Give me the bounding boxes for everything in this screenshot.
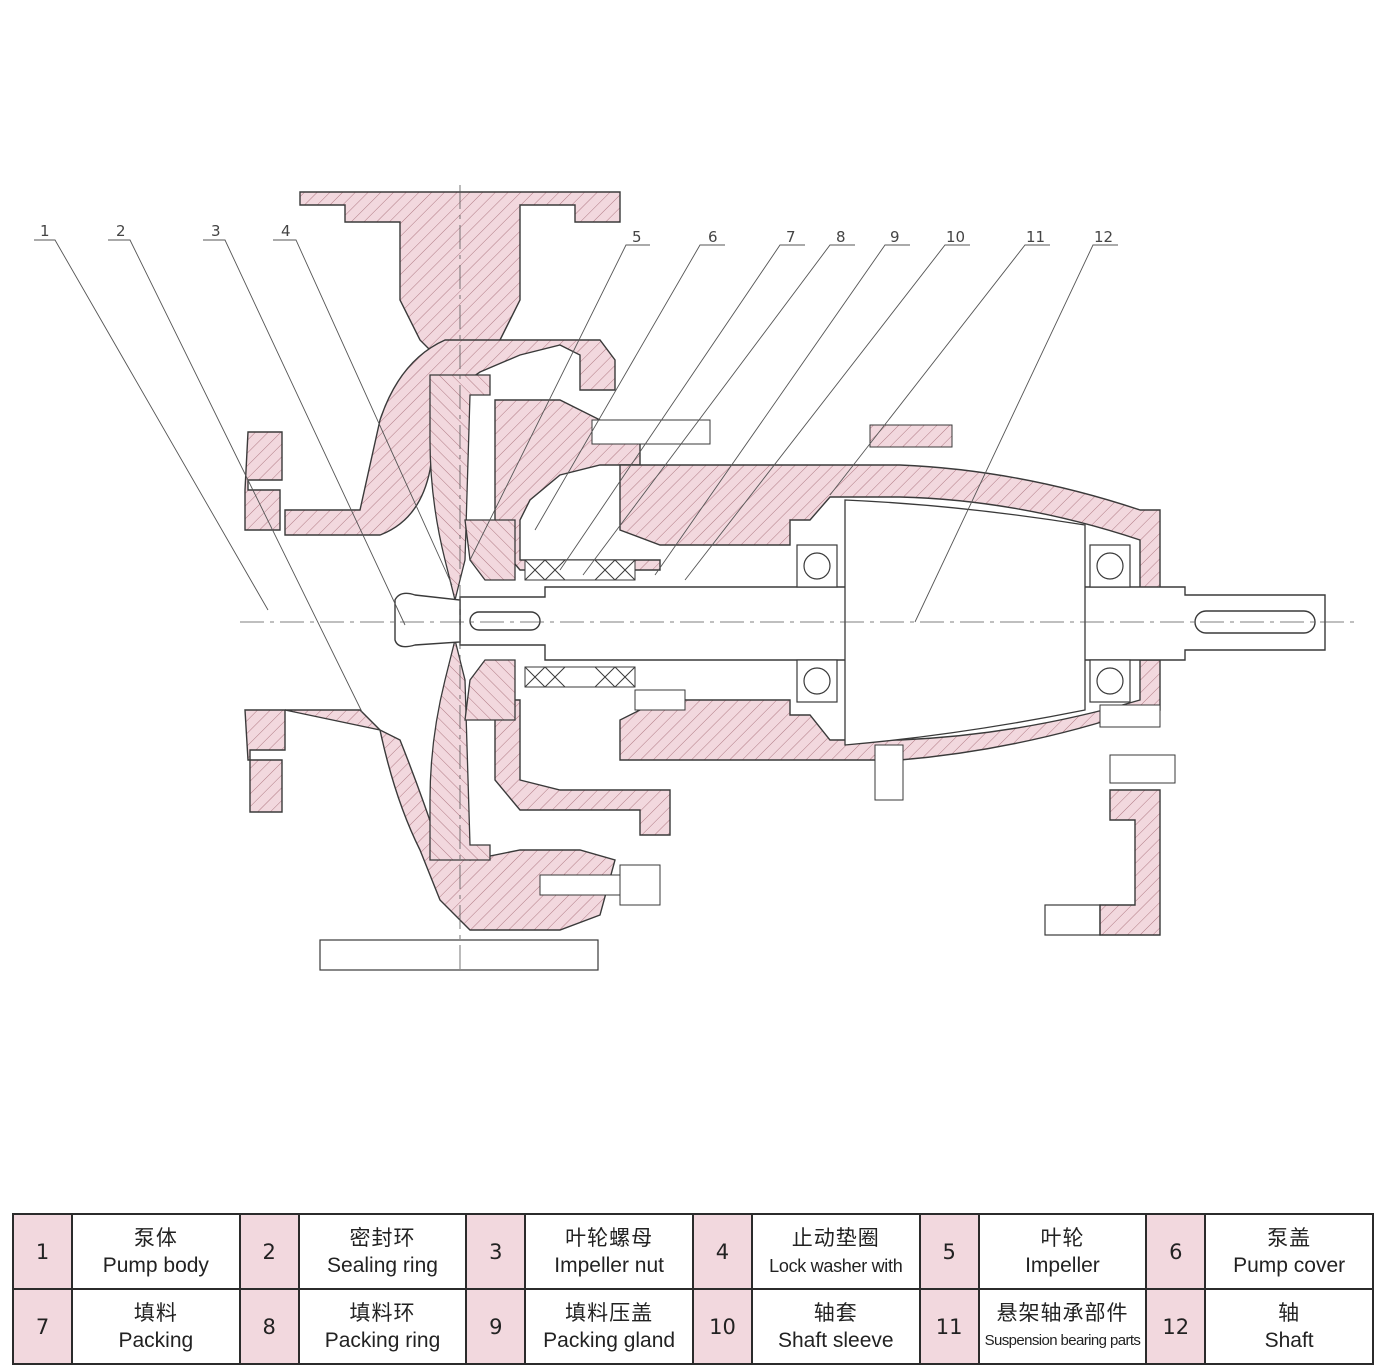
part-name-cn: 轴套 (813, 1300, 858, 1325)
callout-5: 5 (632, 228, 642, 246)
frame-foot-pad (1044, 904, 1101, 936)
bolts (539, 419, 1176, 906)
part-number: 5 (918, 1213, 980, 1290)
part-name-en: Packing gland (543, 1328, 676, 1352)
part-name-en: Shaft sleeve (778, 1328, 894, 1352)
callout-1: 1 (40, 222, 50, 240)
part-name-cn: 密封环 (349, 1225, 416, 1250)
part-name-cell: 泵盖 Pump cover (1204, 1213, 1374, 1290)
part-name-cn: 轴 (1278, 1300, 1301, 1325)
callout-6: 6 (708, 228, 718, 246)
callout-9: 9 (890, 228, 900, 246)
part-name-cn: 止动垫圈 (791, 1225, 880, 1250)
part-name-en: Pump cover (1233, 1253, 1346, 1277)
part-name-cell: 填料压盖 Packing gland (524, 1288, 694, 1365)
part-name-cn: 填料压盖 (565, 1300, 654, 1325)
part-name-en: Packing (118, 1328, 194, 1352)
part-name-cell: 轴套 Shaft sleeve (750, 1288, 921, 1365)
callout-10: 10 (946, 228, 965, 246)
part-name-cell: 止动垫圈 Lock washer with (750, 1213, 921, 1290)
part-name-cn: 叶轮螺母 (565, 1225, 654, 1250)
part-number: 1 (12, 1213, 73, 1290)
callout-3: 3 (211, 222, 221, 240)
part-name-cn: 悬架轴承部件 (996, 1300, 1129, 1325)
part-name-cn: 泵体 (133, 1225, 178, 1250)
part-number: 12 (1145, 1288, 1207, 1365)
part-name-en: Impeller nut (554, 1253, 664, 1277)
callout-4: 4 (281, 222, 291, 240)
part-name-en: Lock washer with (769, 1255, 903, 1276)
ball-bearings (796, 544, 1131, 703)
part-name-cell: 密封环 Sealing ring (297, 1213, 468, 1290)
parts-legend-table: 1 泵体 Pump body 2 密封环 Sealing ring 3 叶轮螺母 Im… (12, 1213, 1374, 1365)
center-lines (240, 185, 1355, 970)
bearing-housing-cavity (844, 499, 1086, 746)
part-name-cell: 填料 Packing (71, 1288, 241, 1365)
callout-2: 2 (116, 222, 126, 240)
part-number: 11 (918, 1288, 980, 1365)
part-name-cn: 泵盖 (1267, 1225, 1312, 1250)
callout-8: 8 (836, 228, 846, 246)
part-number: 7 (12, 1288, 73, 1365)
callout-7: 7 (786, 228, 796, 246)
leader-lines (34, 239, 1118, 713)
part-number: 6 (1145, 1213, 1207, 1290)
part-name-cell: 叶轮 Impeller (977, 1213, 1148, 1290)
part-name-cell: 悬架轴承部件 Suspension bearing parts (977, 1288, 1148, 1365)
part-number: 4 (691, 1213, 753, 1290)
part-name-en: Suspension bearing parts (984, 1331, 1141, 1349)
packing-rings (524, 559, 636, 688)
part-name-cn: 叶轮 (1040, 1225, 1085, 1250)
part-name-en: Sealing ring (327, 1253, 438, 1277)
part-name-cell: 叶轮螺母 Impeller nut (524, 1213, 694, 1290)
part-name-cell: 填料环 Packing ring (297, 1288, 468, 1365)
part-number: 10 (691, 1288, 753, 1365)
parts-row-1: 1 泵体 Pump body 2 密封环 Sealing ring 3 叶轮螺母 Im… (12, 1213, 1374, 1290)
part-name-en: Shaft (1264, 1328, 1314, 1352)
part-name-cell: 轴 Shaft (1204, 1288, 1374, 1365)
part-name-en: Pump body (102, 1253, 209, 1277)
callout-11: 11 (1026, 228, 1045, 246)
part-number: 9 (465, 1288, 527, 1365)
pump-cross-section-drawing: 1 2 3 4 5 6 7 8 9 10 11 12 (34, 185, 1355, 971)
part-name-en: Impeller (1025, 1253, 1100, 1277)
part-number: 8 (238, 1288, 300, 1365)
pump-base (319, 939, 599, 971)
callout-12: 12 (1094, 228, 1113, 246)
parts-row-2: 7 填料 Packing 8 填料环 Packing ring 9 填料压盖 Pack… (12, 1288, 1374, 1365)
part-name-cn: 填料 (133, 1300, 178, 1325)
part-name-cell: 泵体 Pump body (71, 1213, 241, 1290)
part-number: 3 (465, 1213, 527, 1290)
part-name-en: Packing ring (324, 1328, 441, 1352)
part-name-cn: 填料环 (349, 1300, 416, 1325)
part-number: 2 (238, 1213, 300, 1290)
callout-numbers: 1 2 3 4 5 6 7 8 9 10 11 12 (40, 222, 1113, 246)
